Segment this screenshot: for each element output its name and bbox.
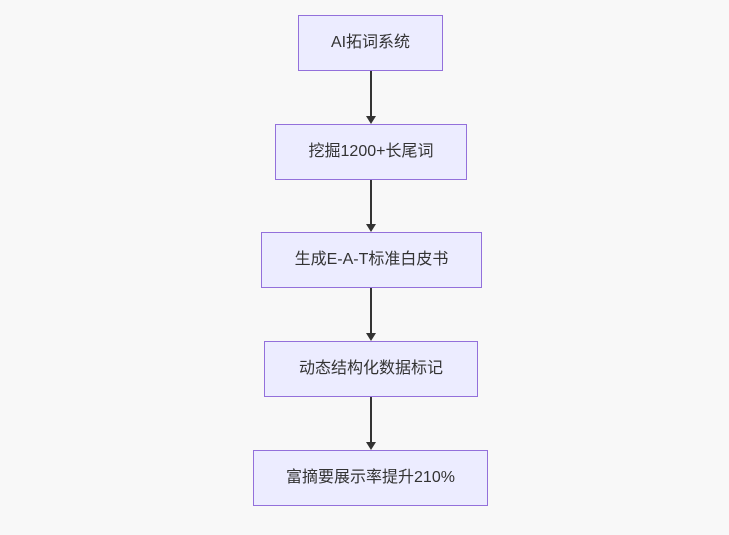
flow-node-longtail-mining: 挖掘1200+长尾词 xyxy=(275,124,467,180)
arrowhead-down-icon xyxy=(366,224,376,232)
flow-node-structured-data-markup: 动态结构化数据标记 xyxy=(264,341,478,397)
arrowhead-down-icon xyxy=(366,116,376,124)
flow-node-rich-snippet-result: 富摘要展示率提升210% xyxy=(253,450,488,506)
arrow-shaft xyxy=(370,71,372,116)
flow-node-label: 富摘要展示率提升210% xyxy=(286,469,455,486)
flow-node-label: 挖掘1200+长尾词 xyxy=(308,143,434,160)
arrowhead-down-icon xyxy=(366,333,376,341)
flow-node-eat-whitepaper: 生成E-A-T标准白皮书 xyxy=(261,232,482,288)
arrow-shaft xyxy=(370,180,372,224)
arrow-down-3 xyxy=(365,288,377,341)
arrow-shaft xyxy=(370,397,372,442)
flow-node-label: 动态结构化数据标记 xyxy=(298,360,443,377)
arrow-down-1 xyxy=(365,71,377,124)
arrowhead-down-icon xyxy=(366,442,376,450)
arrow-shaft xyxy=(370,288,372,333)
flow-node-label: 生成E-A-T标准白皮书 xyxy=(294,251,449,268)
flow-node-ai-word-expansion: AI拓词系统 xyxy=(298,15,443,71)
arrow-down-2 xyxy=(365,180,377,232)
flow-node-label: AI拓词系统 xyxy=(330,34,411,51)
arrow-down-4 xyxy=(365,397,377,450)
